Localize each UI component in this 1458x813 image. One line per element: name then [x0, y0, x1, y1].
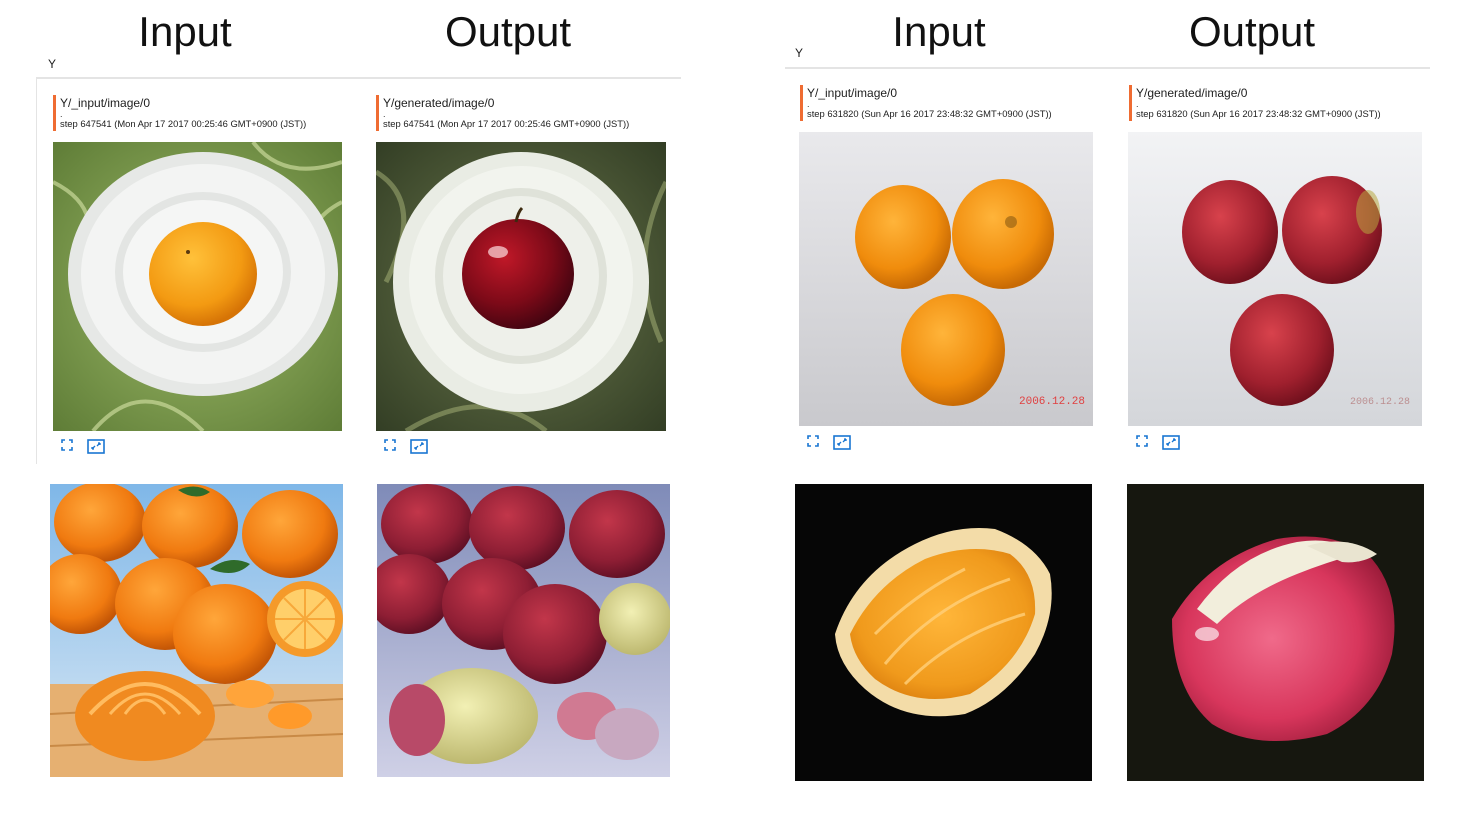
- photo-date-stamp: 2006.12.28: [1350, 397, 1410, 408]
- output-image-bitten-apple: [1127, 484, 1424, 781]
- card-accent-bar: [800, 85, 803, 121]
- input-image-three-oranges[interactable]: 2006.12.28: [799, 132, 1093, 426]
- heading-output-right: Output: [1188, 8, 1316, 55]
- fit-size-icon[interactable]: [384, 439, 396, 451]
- card-step: step 631820 (Sun Apr 16 2017 23:48:32 GM…: [807, 108, 1052, 119]
- actual-size-icon[interactable]: [410, 439, 428, 454]
- fit-size-icon[interactable]: [1136, 435, 1148, 447]
- photo-date-stamp: 2006.12.28: [1019, 396, 1085, 408]
- card-tag: Y/generated/image/0: [383, 96, 495, 110]
- card-accent-bar: [1129, 85, 1132, 121]
- input-image-orange-on-plate[interactable]: [53, 142, 342, 431]
- card-accent-bar: [376, 95, 379, 131]
- image-controls: [1136, 435, 1186, 451]
- group-label-left[interactable]: Y: [48, 57, 57, 71]
- group-label-right[interactable]: Y: [795, 46, 804, 60]
- card-run: .: [383, 109, 386, 119]
- actual-size-icon[interactable]: [87, 439, 105, 454]
- card-run: .: [1136, 99, 1139, 109]
- fit-size-icon[interactable]: [61, 439, 73, 451]
- output-image-apples: [377, 484, 670, 777]
- image-controls: [807, 435, 857, 451]
- card-run: .: [60, 109, 63, 119]
- card-step: step 647541 (Mon Apr 17 2017 00:25:46 GM…: [383, 118, 630, 129]
- panel-border-left: [36, 79, 37, 464]
- heading-input-left: Input: [138, 8, 232, 55]
- output-image-apple-on-plate[interactable]: [376, 142, 666, 431]
- group-divider-left: [36, 77, 681, 79]
- card-accent-bar: [53, 95, 56, 131]
- card-run: .: [807, 99, 810, 109]
- actual-size-icon[interactable]: [1162, 435, 1180, 450]
- heading-output-left: Output: [444, 8, 572, 55]
- card-step: step 647541 (Mon Apr 17 2017 00:25:46 GM…: [60, 118, 307, 129]
- card-tag: Y/_input/image/0: [60, 96, 151, 110]
- group-divider-right: [785, 67, 1430, 69]
- image-controls: [61, 439, 111, 455]
- fit-size-icon[interactable]: [807, 435, 819, 447]
- input-image-peeled-orange: [795, 484, 1092, 781]
- card-tag: Y/generated/image/0: [1136, 86, 1248, 100]
- input-image-mandarins: [50, 484, 343, 777]
- actual-size-icon[interactable]: [833, 435, 851, 450]
- card-tag: Y/_input/image/0: [807, 86, 898, 100]
- image-controls: [384, 439, 434, 455]
- output-image-three-apples[interactable]: 2006.12.28: [1128, 132, 1422, 426]
- card-step: step 631820 (Sun Apr 16 2017 23:48:32 GM…: [1136, 108, 1381, 119]
- heading-input-right: Input: [892, 8, 986, 55]
